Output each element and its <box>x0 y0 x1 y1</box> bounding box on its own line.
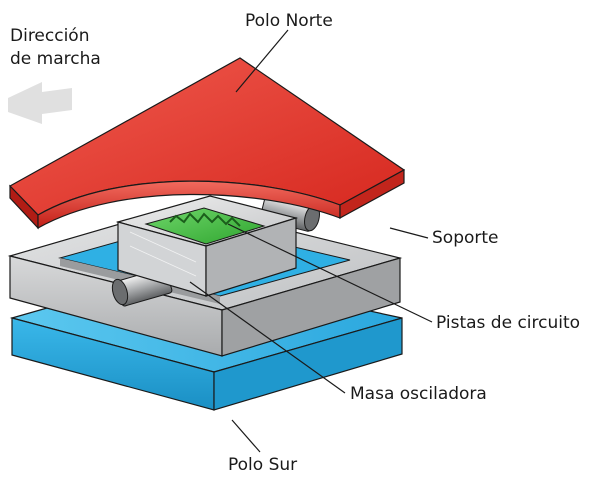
support-frame <box>7 194 403 357</box>
oscillating-mass-label: Masa osciladora <box>350 384 487 404</box>
north-pole-leader <box>235 29 289 93</box>
support-label: Soporte <box>432 228 499 248</box>
north-pole-label: Polo Norte <box>245 11 333 31</box>
circuit-tracks <box>144 207 266 245</box>
north-pole-cap <box>9 57 406 230</box>
support-leader <box>389 227 429 239</box>
south-pole-label: Polo Sur <box>228 455 297 475</box>
circuit-tracks-label: Pistas de circuito <box>436 313 580 333</box>
oscillating-mass-leader <box>189 281 346 394</box>
south-pole-leader <box>231 419 261 453</box>
circuit-tracks-leader <box>227 223 433 323</box>
direction-label-line2: de marcha <box>10 49 101 69</box>
direction-label-line1: Dirección <box>10 26 89 46</box>
direction-arrow-icon <box>8 82 72 124</box>
